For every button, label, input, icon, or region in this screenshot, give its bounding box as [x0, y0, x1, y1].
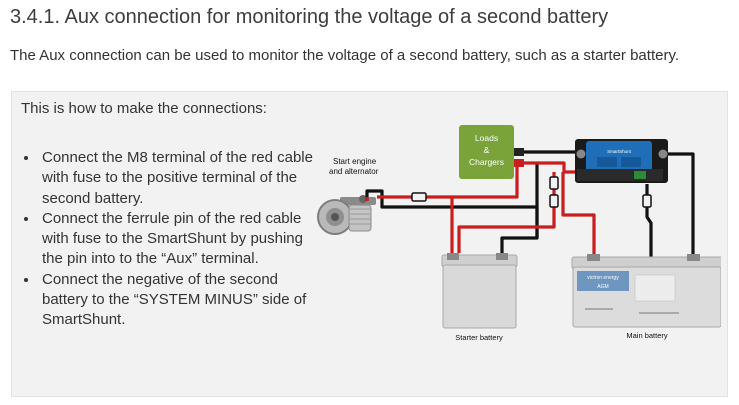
starter-battery-label: Starter battery [455, 333, 503, 342]
shunt-label: SmartShunt [607, 149, 632, 154]
main-battery-brand: victron energy [587, 275, 619, 281]
intro-paragraph: The Aux connection can be used to monito… [10, 47, 680, 64]
starter-battery-icon [441, 253, 518, 329]
fuse-icon [549, 176, 559, 190]
main-battery-type: AGM [597, 284, 608, 290]
step-item: Connect the negative of the second batte… [39, 270, 314, 331]
section-heading: 3.4.1. Aux connection for monitoring the… [10, 6, 609, 28]
main-battery-label: Main battery [626, 331, 668, 340]
smartshunt-icon: SmartShunt [575, 139, 668, 183]
fuse-icon [549, 194, 559, 208]
fuse-icon [411, 192, 427, 202]
step-item: Connect the ferrule pin of the red cable… [39, 209, 314, 270]
step-item: Connect the M8 terminal of the red cable… [39, 148, 314, 209]
connector-icon [514, 159, 524, 167]
instruction-box: This is how to make the connections: Con… [11, 91, 728, 397]
connector-icon [514, 148, 524, 156]
loads-label-1: Loads [475, 133, 498, 143]
fuse-icon [642, 194, 652, 208]
start-engine-label-1: Start engine [333, 157, 377, 166]
wiring-diagram: Start engine and alternator Loads & [317, 125, 721, 342]
loads-label-2: & [484, 145, 490, 155]
box-lead-text: This is how to make the connections: [21, 100, 267, 117]
loads-label-3: Chargers [469, 157, 504, 167]
main-battery-icon: victron energy AGM [571, 254, 721, 328]
alternator-icon [317, 195, 376, 235]
steps-list: Connect the M8 terminal of the red cable… [22, 148, 314, 331]
start-engine-label-2: and alternator [329, 167, 379, 176]
loads-chargers-box: Loads & Chargers [459, 125, 514, 179]
